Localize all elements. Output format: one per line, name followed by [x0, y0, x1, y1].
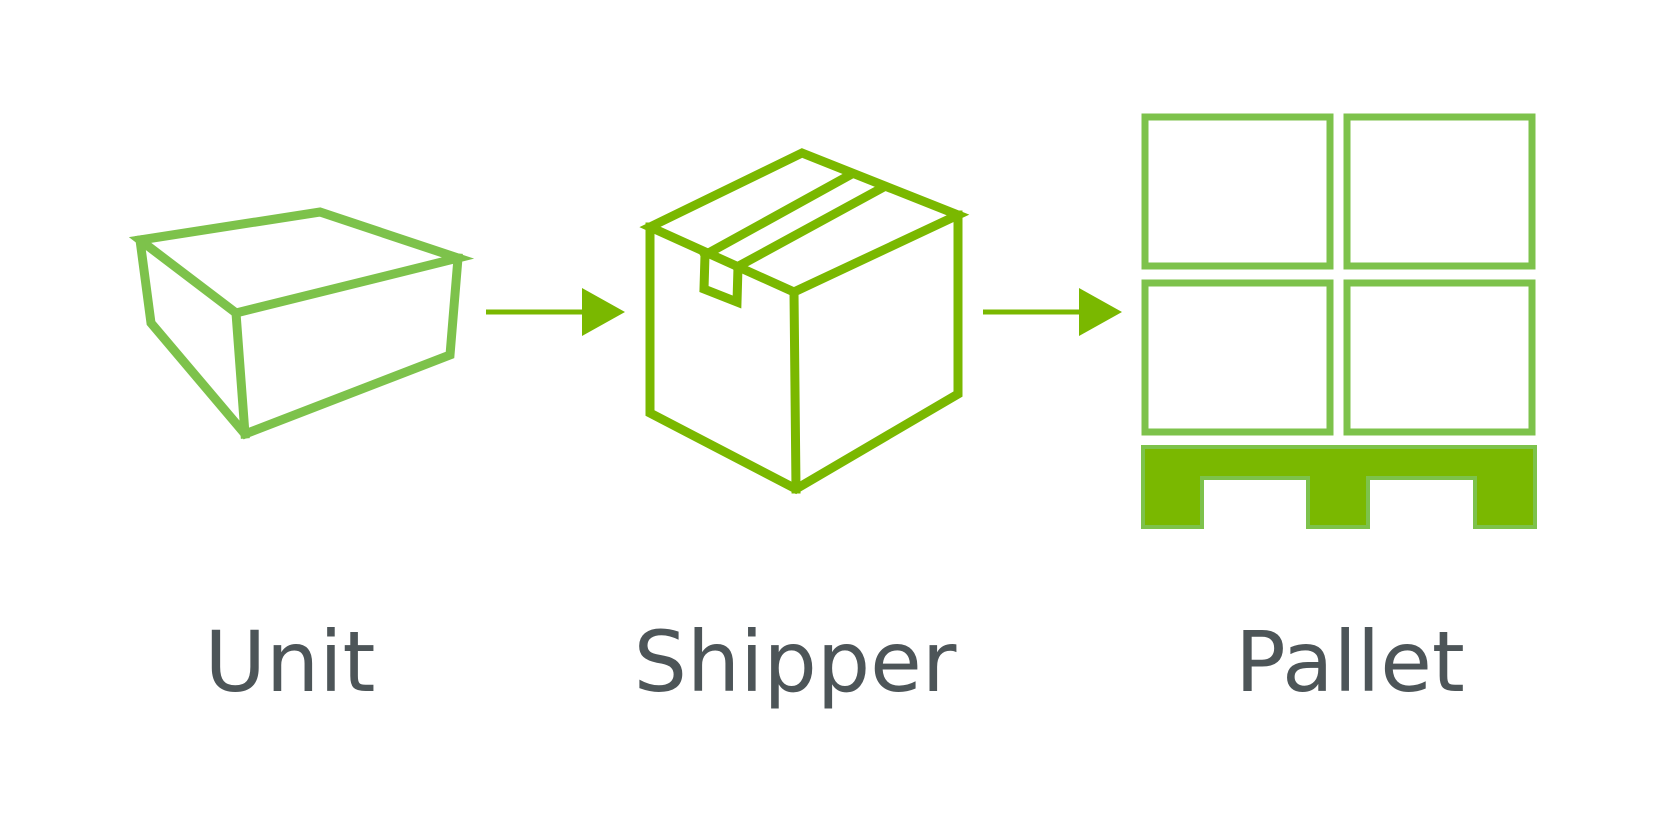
arrow-right-icon: [983, 288, 1122, 336]
arrow-right-icon: [486, 288, 625, 336]
unit-label: Unit: [204, 613, 376, 711]
stacked-pallet-icon: [1141, 113, 1537, 529]
pallet-box: [1343, 113, 1536, 270]
open-box-icon: [128, 207, 475, 440]
taped-carton-icon: [639, 148, 970, 495]
shipper-label: Shipper: [633, 613, 957, 711]
pallet-box: [1141, 113, 1334, 270]
pallet-label: Pallet: [1235, 613, 1465, 711]
pallet-box: [1141, 279, 1334, 436]
pallet-box: [1343, 279, 1536, 436]
pallet-base: [1141, 445, 1537, 529]
